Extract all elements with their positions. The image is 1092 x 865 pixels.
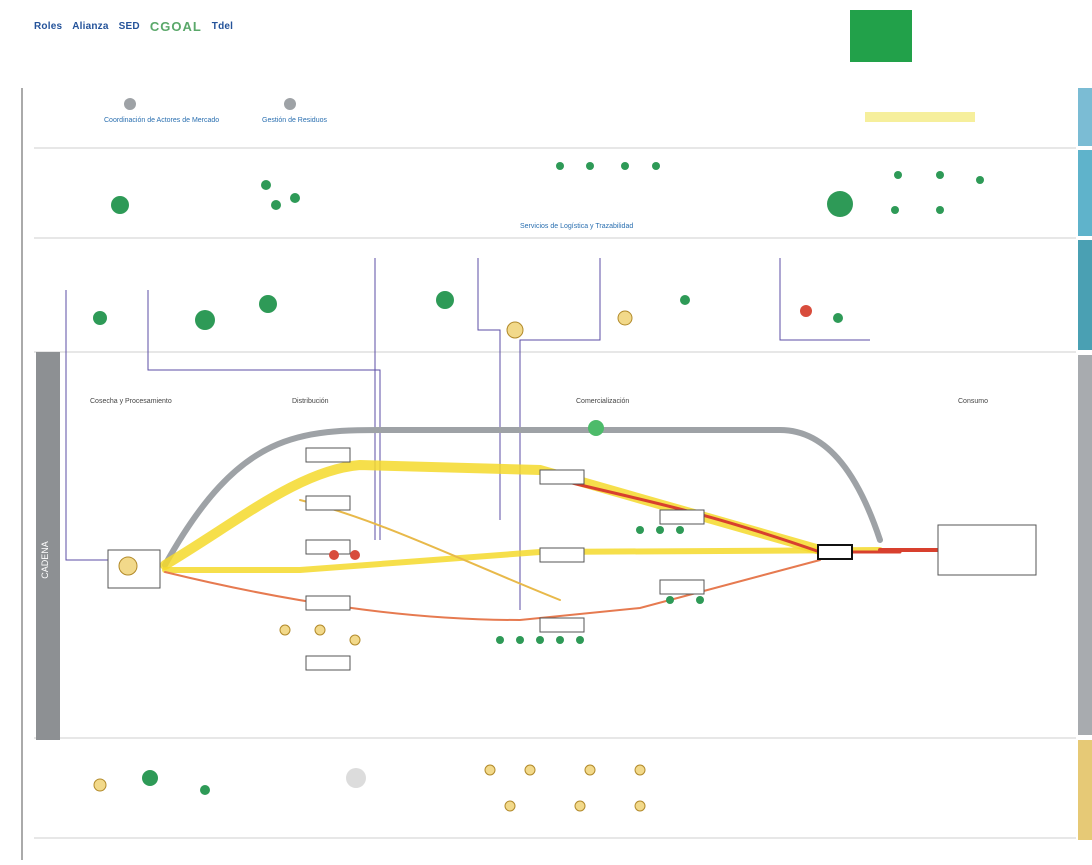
band-teal: [1078, 240, 1092, 350]
flow-yellow-2: [162, 547, 883, 573]
row3-nodes: [93, 291, 843, 339]
lane-label-3: Comercialización: [576, 398, 629, 405]
flow-gray: [162, 427, 883, 568]
flow-yellow-1: [160, 459, 825, 570]
chain-nodes: [107, 420, 1037, 671]
band-blue: [1078, 88, 1092, 146]
connector-lines: [65, 258, 870, 610]
chain-yellow-nodes: [279, 624, 361, 646]
lane-label-4: Consumo: [958, 398, 988, 405]
lane-label-1: Cosecha y Procesamiento: [90, 398, 172, 405]
logo-5: Tdel: [211, 20, 234, 32]
logo-3: SED: [118, 20, 140, 32]
top-node-2: Gestión de Residuos: [262, 98, 327, 124]
logo-2: Alianza: [72, 20, 109, 32]
destination-box: [937, 524, 1037, 576]
top-highlight: [865, 112, 975, 122]
svg-text:Gestión de Residuos: Gestión de Residuos: [262, 117, 327, 124]
band-yellow: [1078, 740, 1092, 840]
bottom-nodes: [93, 764, 646, 812]
logo-1: Roles: [34, 20, 63, 32]
sub-node-label: Servicios de Logística y Trazabilidad: [520, 223, 633, 230]
left-banner: CADENA: [40, 541, 50, 579]
header-logos: Roles Alianza SED CGOAL Tdel: [34, 14, 233, 38]
band-gray: [1078, 355, 1092, 735]
flow-red-1: [558, 478, 902, 554]
top-node-1: Coordinación de Actores de Mercado: [104, 98, 219, 124]
logo-4: CGOAL: [149, 18, 202, 34]
section-dividers: [34, 147, 1076, 839]
main-flows: [160, 427, 940, 622]
lane-label-2: Distribución: [292, 398, 329, 405]
chain-red-nodes: [329, 550, 360, 560]
band-blue-2: [1078, 150, 1092, 236]
chain-small-nodes: [496, 526, 704, 644]
row2-nodes: [111, 162, 984, 217]
legend-swatch: [850, 10, 912, 62]
green-hub: [588, 420, 604, 436]
left-banner-bg: [36, 352, 60, 740]
flow-red-2: [164, 559, 821, 622]
svg-text:Coordinación de Actores de Mer: Coordinación de Actores de Mercado: [104, 117, 219, 124]
